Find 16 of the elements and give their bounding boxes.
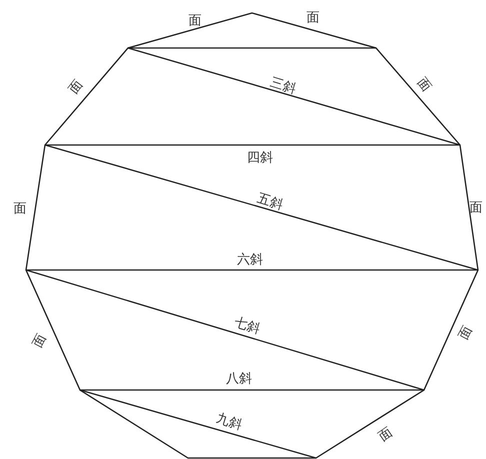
diagonal-label: 七斜: [232, 316, 262, 336]
diagonal-label: 四斜: [247, 152, 273, 164]
side-label: 面: [14, 202, 26, 216]
side-label: 面: [376, 426, 396, 444]
side-label: 面: [306, 12, 320, 24]
diagonal-label: 五斜: [256, 192, 284, 212]
diagonal-label: 六斜: [237, 254, 263, 266]
side-label: 面: [66, 78, 86, 96]
side-label: 面: [188, 14, 202, 28]
diagonal-label: 九斜: [214, 412, 244, 432]
side-label: 面: [31, 332, 49, 350]
side-label: 面: [457, 324, 475, 342]
side-label: 面: [414, 76, 434, 94]
side-label: 面: [470, 202, 482, 214]
diagonal-label: 八斜: [226, 372, 252, 386]
diagonal-label: 三斜: [268, 76, 298, 96]
